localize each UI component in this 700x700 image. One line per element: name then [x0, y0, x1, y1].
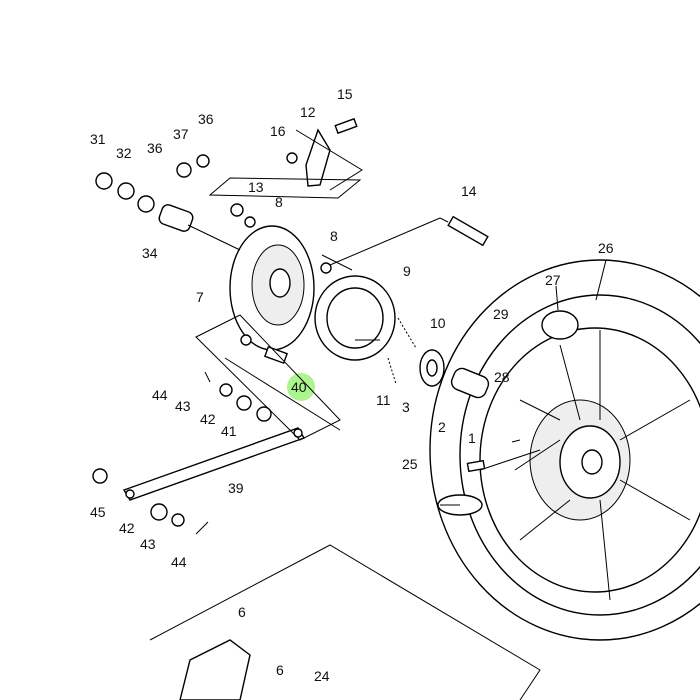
- camshaft-lever: [305, 128, 331, 187]
- arm-hardware: [92, 371, 272, 535]
- label-7: 7: [196, 289, 204, 305]
- label-8-top: 8: [275, 194, 283, 210]
- grouping-lines: [149, 129, 607, 700]
- label-28: 28: [494, 369, 510, 385]
- nuts-washers: [95, 152, 332, 274]
- label-36-right: 36: [198, 111, 214, 127]
- label-36-left: 36: [147, 140, 163, 156]
- wheel-hub: [529, 399, 631, 521]
- collar: [450, 367, 490, 399]
- label-41: 41: [221, 423, 237, 439]
- label-32: 32: [116, 145, 132, 161]
- part-labels: 1 2 3 6 6 7 8 8 9 10 11 12 13 14 15 16 2…: [90, 86, 614, 684]
- label-16: 16: [270, 123, 286, 139]
- wheel-spokes: [479, 330, 691, 601]
- label-6-top: 6: [238, 604, 246, 620]
- label-8-mid: 8: [330, 228, 338, 244]
- spoke-bolt: [466, 459, 486, 473]
- label-12: 12: [300, 104, 316, 120]
- highlight-marker-40: [287, 373, 315, 401]
- label-29: 29: [493, 306, 509, 322]
- label-6-bottom: 6: [276, 662, 284, 678]
- label-39: 39: [228, 480, 244, 496]
- label-14: 14: [461, 183, 477, 199]
- label-27: 27: [545, 272, 561, 288]
- label-9: 9: [403, 263, 411, 279]
- label-42-bottom: 42: [119, 520, 135, 536]
- label-40: 40: [291, 379, 307, 395]
- label-3: 3: [402, 399, 410, 415]
- label-43-top: 43: [175, 398, 191, 414]
- label-26: 26: [598, 240, 614, 256]
- label-42-top: 42: [200, 411, 216, 427]
- axle: [447, 215, 489, 247]
- label-34: 34: [142, 245, 158, 261]
- label-37: 37: [173, 126, 189, 142]
- brake-panel: [229, 225, 315, 351]
- lever-bolt: [334, 117, 358, 135]
- label-10: 10: [430, 315, 446, 331]
- brake-springs: [387, 317, 417, 385]
- collar-34: [158, 204, 194, 232]
- label-11: 11: [376, 392, 391, 408]
- label-31: 31: [90, 131, 106, 147]
- label-2: 2: [438, 419, 446, 435]
- label-25: 25: [402, 456, 418, 472]
- label-45: 45: [90, 504, 106, 520]
- label-1: 1: [468, 430, 476, 446]
- bearing: [419, 349, 445, 387]
- brake-shoes: [314, 275, 396, 361]
- stopper-arm: [122, 427, 306, 501]
- label-43-bottom: 43: [140, 536, 156, 552]
- label-44-top: 44: [152, 387, 168, 403]
- label-15: 15: [337, 86, 353, 102]
- label-13: 13: [248, 179, 264, 195]
- sprocket-hub: [179, 639, 251, 700]
- label-24: 24: [314, 668, 330, 684]
- label-44-bottom: 44: [171, 554, 187, 570]
